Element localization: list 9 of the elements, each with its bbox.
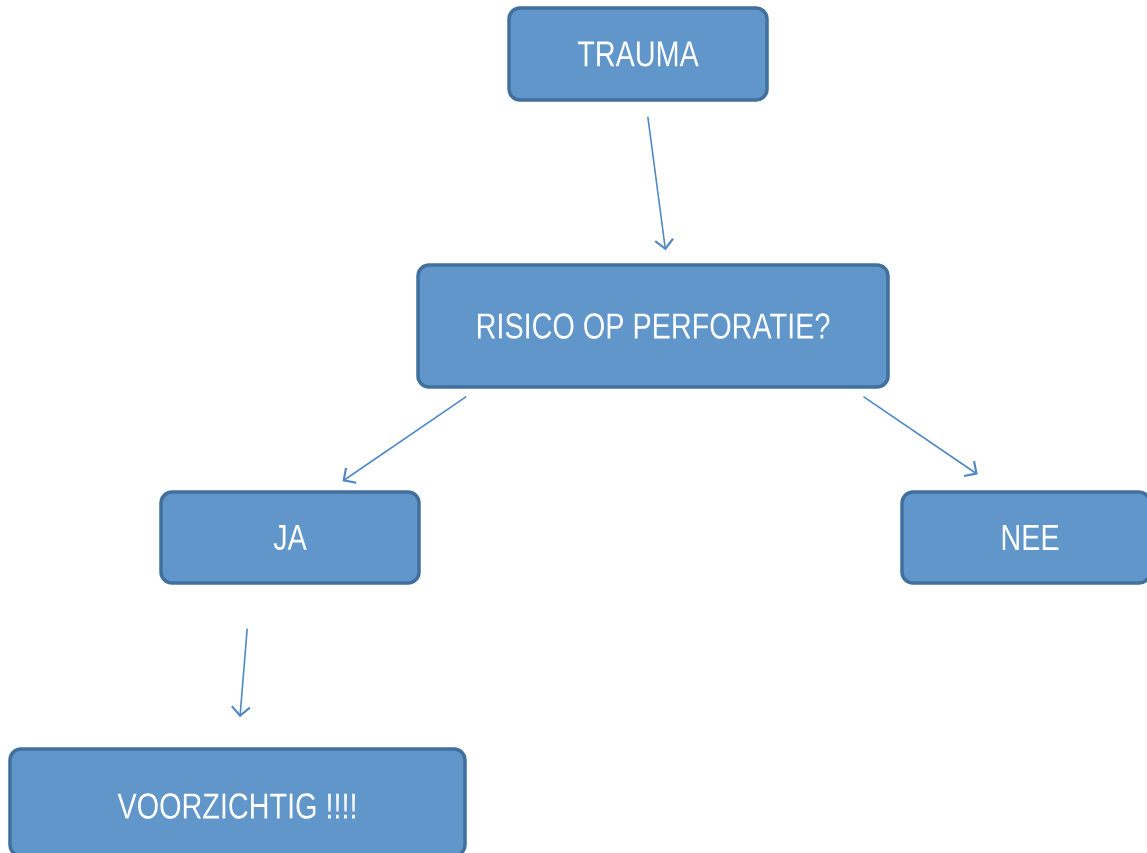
arrow [342,395,468,484]
arrow [647,115,674,251]
arrow [862,395,978,478]
process-box: RISICO OP PERFORATIE? [416,263,890,389]
process-box: VOORZICHTIG !!!! [8,747,467,853]
process-box: TRAUMA [507,6,769,102]
process-box: NEE [900,490,1147,585]
process-box: JA [159,490,421,585]
arrow [231,627,251,718]
